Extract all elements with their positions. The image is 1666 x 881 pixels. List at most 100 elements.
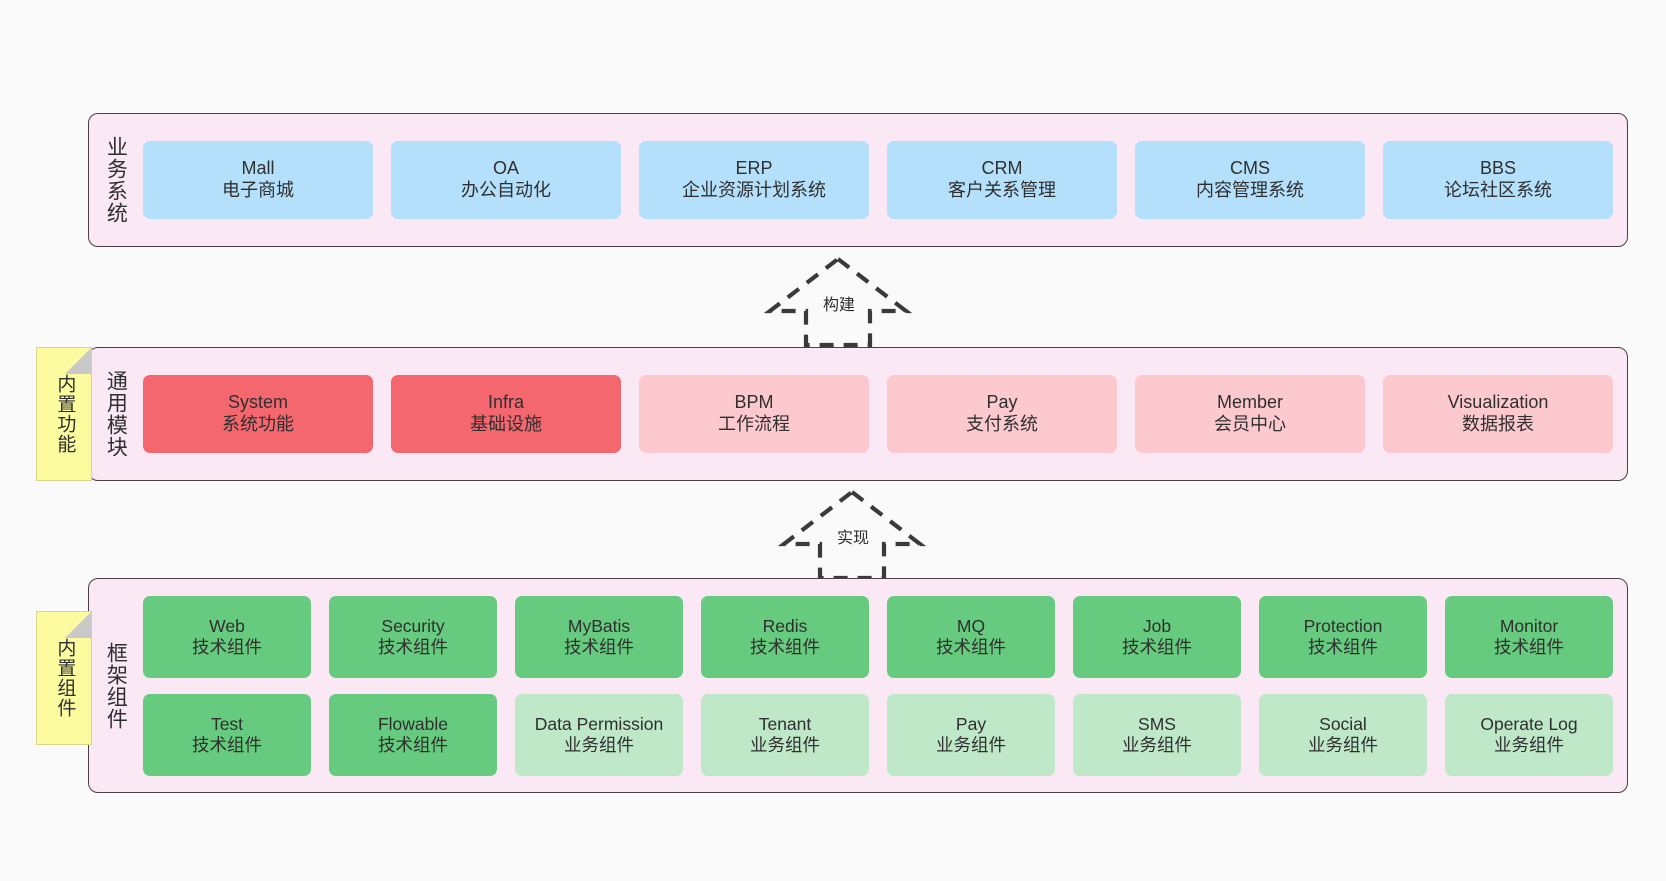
arrow-label-build: 构建 [820,291,859,315]
card-title-cn: 论坛社区系统 [1444,180,1552,200]
card-title-en: Member [1216,392,1283,413]
card-title-en: Tenant [758,713,812,734]
sticky-note-label: 内置组件 [54,638,76,718]
card-title-en: BPM [734,392,774,413]
sticky-note-builtin-function: 内置功能 [36,347,92,481]
card-row: Web 技术组件 Security 技术组件 MyBatis 技术组件 Redi… [143,595,1613,678]
card-test[interactable]: Test 技术组件 [143,693,311,776]
card-job[interactable]: Job 技术组件 [1073,595,1241,678]
generalization-arrow-build: 构建 [758,255,918,348]
card-title-en: Visualization [1447,392,1549,413]
card-tenant[interactable]: Tenant 业务组件 [701,693,869,776]
card-mall[interactable]: Mall 电子商城 [143,141,373,219]
card-title-cn: 基础设施 [470,414,542,434]
card-title-cn: 办公自动化 [461,180,551,200]
card-title-en: Infra [487,392,525,413]
card-mybatis[interactable]: MyBatis 技术组件 [515,595,683,678]
card-title-cn: 工作流程 [718,414,790,434]
card-title-cn: 业务组件 [1494,734,1564,755]
card-title-en: BBS [1479,158,1517,179]
card-infra[interactable]: Infra 基础设施 [391,375,621,453]
layer-framework-components: 框架组件 Web 技术组件 Security 技术组件 MyBatis 技术组件… [88,578,1628,793]
card-title-cn: 业务组件 [750,734,820,755]
card-title-en: OA [492,158,519,179]
card-title-en: Test [210,713,244,734]
card-title-cn: 会员中心 [1214,414,1286,434]
card-title-en: Job [1142,615,1172,636]
card-title-cn: 技术组件 [1494,636,1564,657]
card-title-cn: 技术组件 [1122,636,1192,657]
card-title-en: Web [209,615,245,636]
layer-body-common-modules: System 系统功能 Infra 基础设施 BPM 工作流程 Pay 支付系统… [141,348,1627,480]
sticky-note-label: 内置功能 [54,374,76,454]
card-title-cn: 技术组件 [750,636,820,657]
card-security[interactable]: Security 技术组件 [329,595,497,678]
layer-body-framework-components: Web 技术组件 Security 技术组件 MyBatis 技术组件 Redi… [141,579,1627,792]
card-title-cn: 内容管理系统 [1196,180,1304,200]
card-title-cn: 技术组件 [192,636,262,657]
card-title-en: Monitor [1499,615,1559,636]
card-title-en: Redis [762,615,808,636]
card-title-en: System [227,392,288,413]
card-title-cn: 系统功能 [222,414,294,434]
card-cms[interactable]: CMS 内容管理系统 [1135,141,1365,219]
card-title-cn: 企业资源计划系统 [682,180,826,200]
card-protection[interactable]: Protection 技术组件 [1259,595,1427,678]
card-title-en: Social [1319,713,1367,734]
generalization-arrow-realize: 实现 [772,488,932,581]
card-monitor[interactable]: Monitor 技术组件 [1445,595,1613,678]
card-member[interactable]: Member 会员中心 [1135,375,1365,453]
card-web[interactable]: Web 技术组件 [143,595,311,678]
card-title-en: Pay [955,713,987,734]
card-title-cn: 技术组件 [1308,636,1378,657]
card-mq[interactable]: MQ 技术组件 [887,595,1055,678]
card-data-permission[interactable]: Data Permission 业务组件 [515,693,683,776]
card-redis[interactable]: Redis 技术组件 [701,595,869,678]
card-bbs[interactable]: BBS 论坛社区系统 [1383,141,1613,219]
card-sms[interactable]: SMS 业务组件 [1073,693,1241,776]
card-system[interactable]: System 系统功能 [143,375,373,453]
card-title-en: Operate Log [1480,713,1578,734]
card-erp[interactable]: ERP 企业资源计划系统 [639,141,869,219]
card-row: Test 技术组件 Flowable 技术组件 Data Permission … [143,693,1613,776]
card-title-en: CMS [1230,158,1270,179]
card-title-cn: 技术组件 [378,734,448,755]
card-title-cn: 技术组件 [192,734,262,755]
card-title-en: Security [381,615,445,636]
card-title-cn: 业务组件 [1308,734,1378,755]
layer-common-modules: 通用模块 System 系统功能 Infra 基础设施 BPM 工作流程 Pay… [88,347,1628,481]
card-title-cn: 数据报表 [1462,414,1534,434]
card-title-cn: 技术组件 [936,636,1006,657]
card-title-en: SMS [1138,713,1176,734]
card-crm[interactable]: CRM 客户关系管理 [887,141,1117,219]
card-oa[interactable]: OA 办公自动化 [391,141,621,219]
card-row: System 系统功能 Infra 基础设施 BPM 工作流程 Pay 支付系统… [143,375,1613,453]
card-title-en: Pay [986,392,1018,413]
card-title-cn: 业务组件 [564,734,634,755]
card-visualization[interactable]: Visualization 数据报表 [1383,375,1613,453]
card-operate-log[interactable]: Operate Log 业务组件 [1445,693,1613,776]
card-pay-component[interactable]: Pay 业务组件 [887,693,1055,776]
card-title-en: CRM [981,158,1023,179]
card-pay[interactable]: Pay 支付系统 [887,375,1117,453]
layer-business-systems: 业务系统 Mall 电子商城 OA 办公自动化 ERP 企业资源计划系统 CRM… [88,113,1628,247]
card-flowable[interactable]: Flowable 技术组件 [329,693,497,776]
card-title-en: MQ [956,615,986,636]
card-title-cn: 客户关系管理 [948,180,1056,200]
card-title-cn: 技术组件 [378,636,448,657]
arrow-label-realize: 实现 [834,524,873,548]
card-title-en: Protection [1303,615,1383,636]
layer-body-business-systems: Mall 电子商城 OA 办公自动化 ERP 企业资源计划系统 CRM 客户关系… [141,114,1627,246]
layer-title-framework-components: 框架组件 [104,641,128,730]
card-title-en: Data Permission [534,713,664,734]
card-title-cn: 技术组件 [564,636,634,657]
card-social[interactable]: Social 业务组件 [1259,693,1427,776]
card-bpm[interactable]: BPM 工作流程 [639,375,869,453]
layer-title-business-systems: 业务系统 [104,136,128,224]
card-title-en: MyBatis [567,615,631,636]
card-title-cn: 电子商城 [222,180,294,200]
card-title-cn: 业务组件 [1122,734,1192,755]
layer-title-common-modules: 通用模块 [104,370,128,458]
card-title-cn: 业务组件 [936,734,1006,755]
card-row: Mall 电子商城 OA 办公自动化 ERP 企业资源计划系统 CRM 客户关系… [143,141,1613,219]
